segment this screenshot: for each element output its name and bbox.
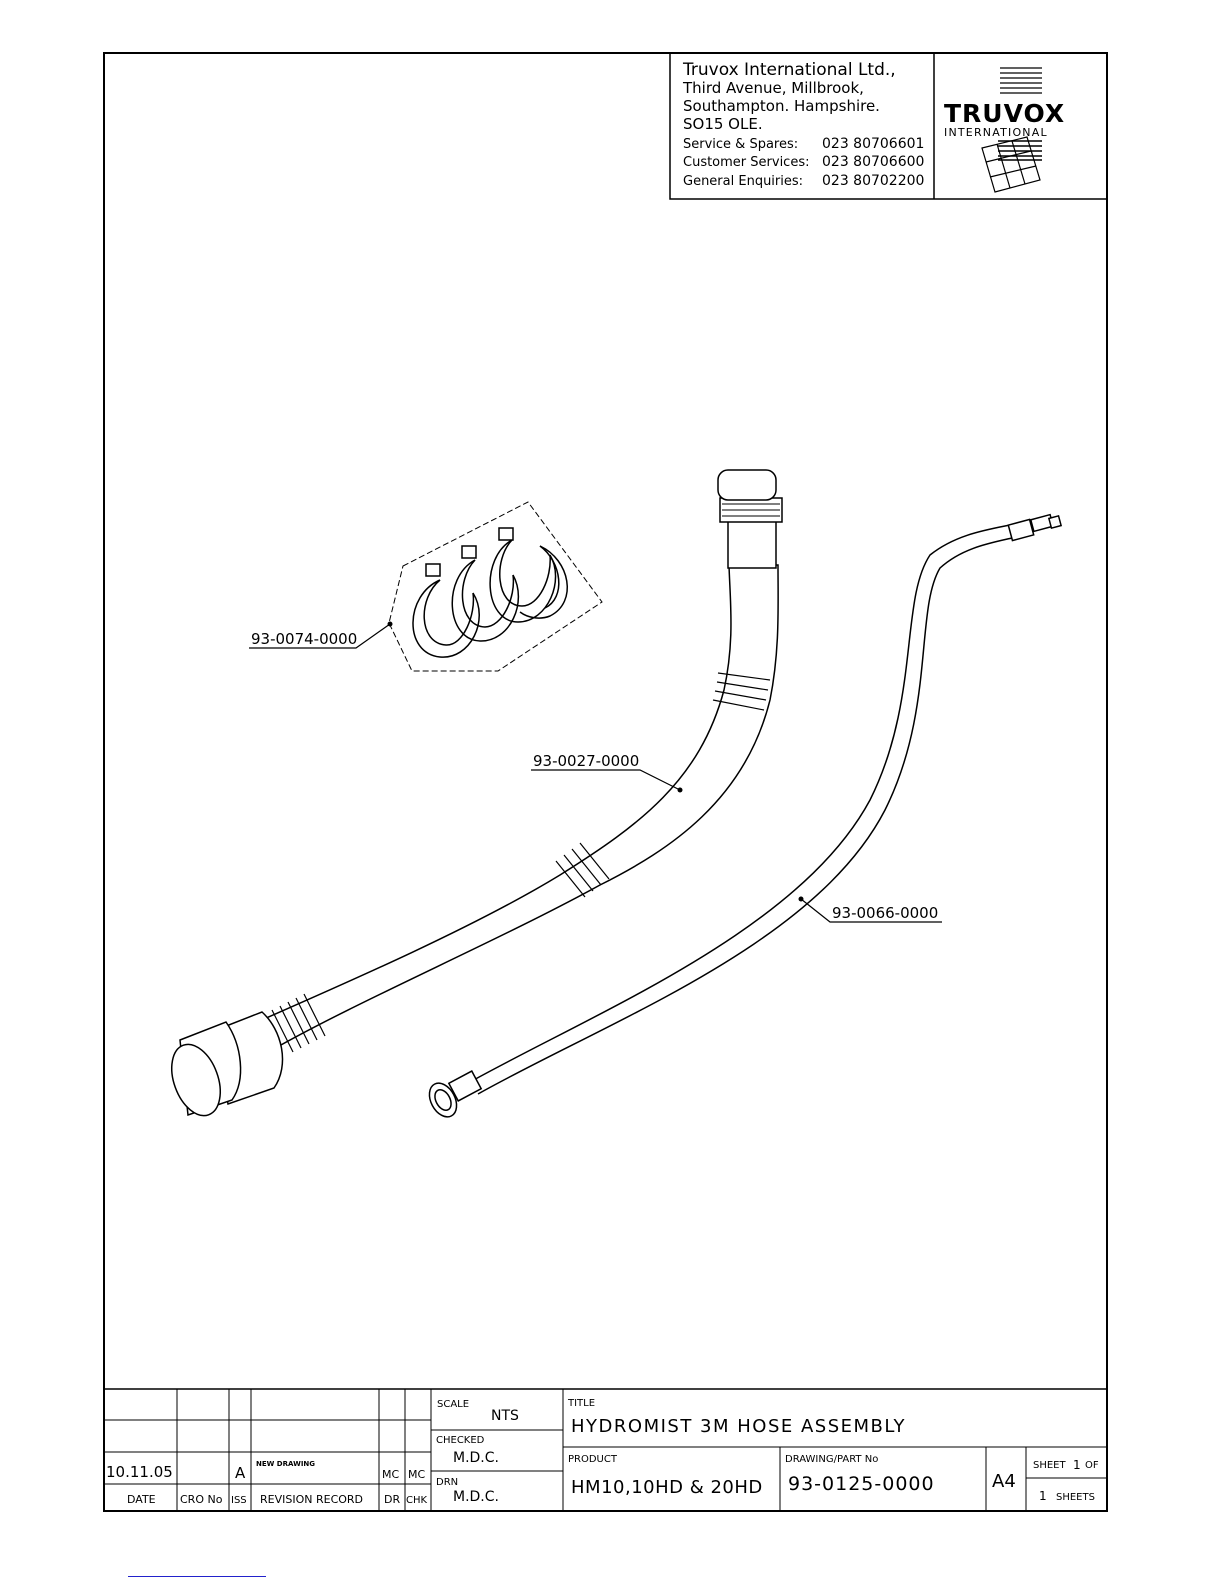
sheet-label: SHEET <box>1033 1460 1067 1471</box>
header-cro: CRO No <box>180 1493 223 1506</box>
part-no-label: DRAWING/PART No <box>785 1454 878 1465</box>
company-address-line: Southampton. Hampshire. <box>683 97 880 115</box>
header-chk: CHK <box>406 1495 428 1506</box>
revision-date: 10.11.05 <box>106 1463 173 1481</box>
phone-number: 023 80702200 <box>822 173 924 189</box>
drn-value: M.D.C. <box>453 1489 499 1505</box>
company-address-line: Third Avenue, Millbrook, <box>682 79 864 97</box>
phone-number: 023 80706601 <box>822 136 924 152</box>
header-date: DATE <box>127 1493 156 1506</box>
header-dr: DR <box>384 1493 400 1506</box>
sheets-total: 1 <box>1039 1489 1047 1503</box>
revision-checked-by: MC <box>408 1468 425 1481</box>
phone-label: Customer Services: <box>683 155 809 170</box>
logo-subtext: INTERNATIONAL <box>944 126 1048 139</box>
part-label: 93-0074-0000 <box>251 630 357 648</box>
phone-label: General Enquiries: <box>683 174 803 189</box>
sheet-size: A4 <box>992 1471 1016 1492</box>
page-footer-link[interactable] <box>128 1576 266 1577</box>
sheet-of: OF <box>1085 1460 1099 1471</box>
logo-text: TRUVOX <box>944 99 1065 128</box>
company-name: Truvox International Ltd., <box>682 60 896 80</box>
revision-drawn-by: MC <box>382 1468 399 1481</box>
product-label: PRODUCT <box>568 1454 618 1465</box>
product-value: HM10,10HD & 20HD <box>571 1477 763 1498</box>
truvox-logo: TRUVOX INTERNATIONAL <box>944 67 1065 193</box>
company-block: Truvox International Ltd., Third Avenue,… <box>669 52 1108 200</box>
part-label: 93-0027-0000 <box>533 752 639 770</box>
header-record: REVISION RECORD <box>260 1493 363 1506</box>
revision-description: NEW DRAWING <box>256 1460 315 1468</box>
checked-value: M.D.C. <box>453 1450 499 1466</box>
title-label: TITLE <box>567 1398 595 1409</box>
scale-label: SCALE <box>437 1399 469 1410</box>
drn-label: DRN <box>436 1477 458 1488</box>
main-hose <box>171 469 783 1117</box>
part-no-value: 93-0125-0000 <box>788 1473 935 1495</box>
sheet-number: 1 <box>1073 1458 1081 1472</box>
header-iss: ISS <box>231 1495 247 1506</box>
phone-label: Service & Spares: <box>683 137 798 152</box>
phone-number: 023 80706600 <box>822 154 924 170</box>
part-label: 93-0066-0000 <box>832 904 938 922</box>
sheets-label: SHEETS <box>1056 1492 1095 1503</box>
part-callout: 93-0027-0000 <box>531 752 683 793</box>
drawing-title: HYDROMIST 3M HOSE ASSEMBLY <box>571 1416 906 1437</box>
clips-group <box>388 501 603 672</box>
checked-label: CHECKED <box>436 1435 485 1446</box>
company-address-line: SO15 OLE. <box>683 115 763 133</box>
part-callout: 93-0066-0000 <box>798 896 942 923</box>
drawing-frame <box>103 52 1108 1512</box>
thin-hose <box>428 513 1063 1118</box>
title-block: 10.11.05 A NEW DRAWING MC MC DATE CRO No… <box>103 1388 1108 1512</box>
revision-issue: A <box>235 1464 246 1482</box>
scale-value: NTS <box>491 1408 519 1424</box>
part-callout: 93-0074-0000 <box>249 621 393 649</box>
